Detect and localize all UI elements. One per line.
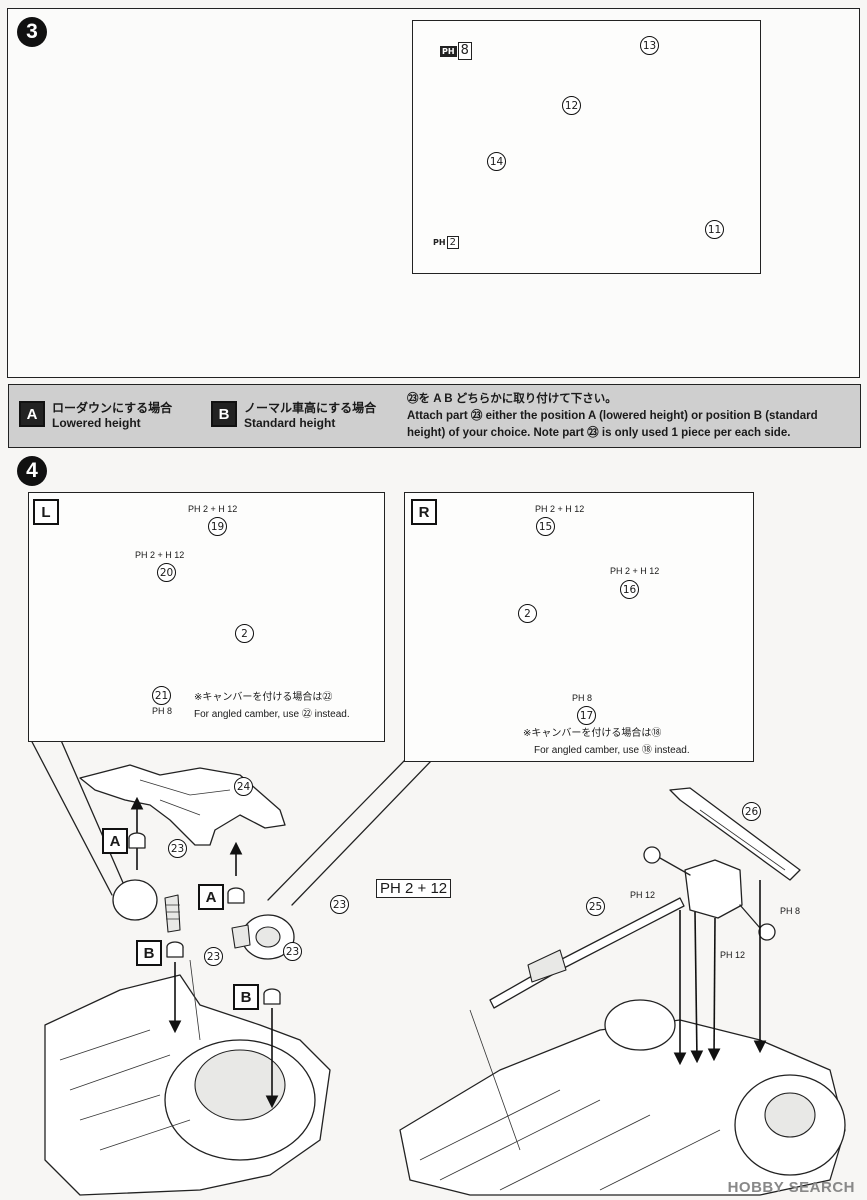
height-option-legend: A ローダウンにする場合 Lowered height B ノーマル車高にする場… bbox=[8, 384, 861, 448]
attach-note: ㉓を A B どちらかに取り付けて下さい。 Attach part ㉓ eith… bbox=[407, 391, 855, 442]
part-19-label: 19 bbox=[208, 517, 227, 536]
paint-12a: PH 12 bbox=[630, 890, 656, 900]
left-camber-en: For angled camber, use ㉒ instead. bbox=[194, 709, 350, 720]
option-b-en: Standard height bbox=[244, 416, 336, 430]
left-camber-jp: ※キャンバーを付ける場合は㉒ bbox=[194, 692, 333, 703]
attach-note-jp: ㉓を A B どちらかに取り付けて下さい。 bbox=[407, 393, 617, 405]
part-15-label: 15 bbox=[536, 517, 555, 536]
paint-12b: PH 12 bbox=[720, 950, 746, 960]
step3-inset bbox=[412, 20, 761, 274]
option-b-badge: B bbox=[211, 401, 237, 427]
step3-paint-code: PH 8 bbox=[440, 42, 472, 60]
paint-ph-icon: PH bbox=[440, 45, 457, 57]
option-a-left-badge: A bbox=[102, 828, 128, 854]
left-side-badge: L bbox=[33, 499, 59, 525]
option-b-left-badge: B bbox=[136, 940, 162, 966]
right-camber-jp: ※キャンバーを付ける場合は⑱ bbox=[523, 728, 662, 739]
option-b-right-badge: B bbox=[233, 984, 259, 1010]
step3-paint-small: PH 2 bbox=[433, 236, 459, 249]
part-2-label: 2 bbox=[235, 624, 254, 643]
part-2r-label: 2 bbox=[518, 604, 537, 623]
paint-code-box: 2 bbox=[446, 236, 459, 249]
part-23-label-c: 23 bbox=[330, 895, 349, 914]
option-a-right-badge: A bbox=[198, 884, 224, 910]
option-a-jp: ローダウンにする場合 bbox=[52, 401, 173, 415]
part-23-label-b: 23 bbox=[204, 947, 223, 966]
part-12-label: 12 bbox=[562, 96, 581, 115]
part-16-label: 16 bbox=[620, 580, 639, 599]
rear-suspension-drawing bbox=[44, 764, 846, 1196]
paint-15: PH 2 + H 12 bbox=[535, 504, 585, 514]
part-26-label: 26 bbox=[742, 802, 761, 821]
right-side-badge: R bbox=[411, 499, 437, 525]
paint-19: PH 2 + H 12 bbox=[188, 504, 238, 514]
part-17-label: 17 bbox=[577, 706, 596, 725]
paint-21: PH 8 bbox=[152, 706, 173, 716]
paint-17: PH 8 bbox=[572, 693, 593, 703]
option-a-en: Lowered height bbox=[52, 416, 141, 430]
watermark: HOBBY SEARCH bbox=[727, 1179, 855, 1196]
option-b-jp: ノーマル車高にする場合 bbox=[244, 401, 377, 415]
paint-ph-icon: PH bbox=[433, 238, 446, 247]
paint-code-box: 8 bbox=[457, 42, 472, 60]
part-13-label: 13 bbox=[640, 36, 659, 55]
step4-number: 4 bbox=[17, 456, 47, 486]
step3-number: 3 bbox=[17, 17, 47, 47]
part-21-label: 21 bbox=[152, 686, 171, 705]
left-side-inset bbox=[28, 492, 385, 742]
part-25-label: 25 bbox=[586, 897, 605, 916]
option-a-badge: A bbox=[19, 401, 45, 427]
part-20-label: 20 bbox=[157, 563, 176, 582]
paint-20: PH 2 + H 12 bbox=[135, 550, 185, 560]
option-a-text: ローダウンにする場合 Lowered height bbox=[52, 399, 172, 430]
right-camber-en: For angled camber, use ⑱ instead. bbox=[534, 745, 690, 756]
paint-diff: PH 2 + 12 bbox=[376, 879, 452, 898]
option-b-text: ノーマル車高にする場合 Standard height bbox=[244, 399, 376, 430]
paint-16: PH 2 + H 12 bbox=[610, 566, 660, 576]
part-14-label: 14 bbox=[487, 152, 506, 171]
part-24-label: 24 bbox=[234, 777, 253, 796]
part-23-label-d: 23 bbox=[283, 942, 302, 961]
part-11-label: 11 bbox=[705, 220, 724, 239]
attach-note-en: Attach part ㉓ either the position A (low… bbox=[407, 410, 818, 439]
part-23-label-a: 23 bbox=[168, 839, 187, 858]
paint-8: PH 8 bbox=[780, 906, 801, 916]
